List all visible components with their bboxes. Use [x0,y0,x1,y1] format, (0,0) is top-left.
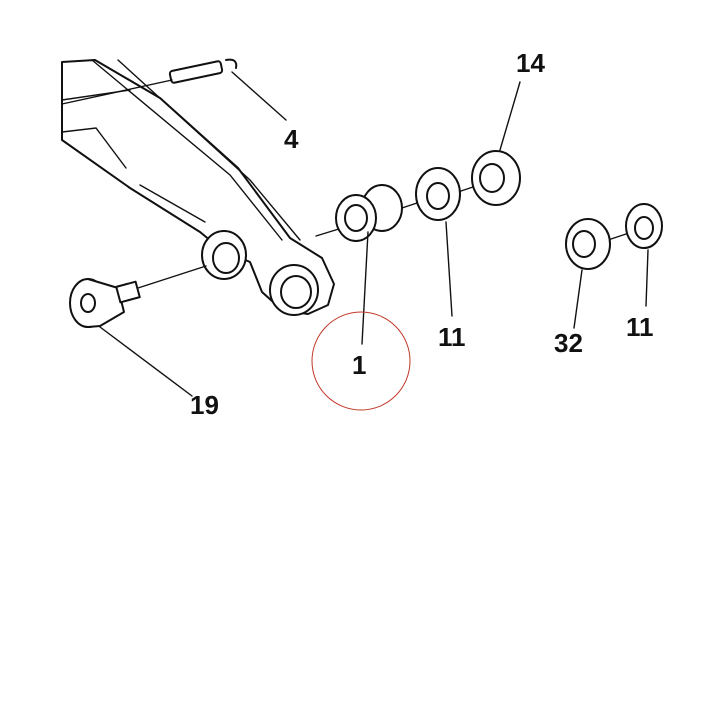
lever-lower-bore [269,264,319,316]
seal-part-32 [565,218,611,270]
label-part-32: 32 [554,328,583,358]
label-part-11-right: 11 [626,312,654,342]
label-part-14: 14 [516,48,545,78]
washer-part-11-left [415,167,461,221]
leader-lines [99,71,649,397]
label-part-19: 19 [190,390,219,420]
swingarm-lever [61,59,335,315]
lever-pivot-bore [201,230,247,280]
label-part-1: 1 [352,350,366,380]
highlight-circle [311,311,411,411]
bolt-part-19 [69,265,207,328]
washer-part-11-right [625,203,663,249]
pin-part-4 [61,58,238,105]
label-part-11-left: 11 [438,322,466,352]
seal-part-14 [471,150,521,206]
bushing-part-1 [335,184,403,242]
label-part-4: 4 [284,124,299,154]
